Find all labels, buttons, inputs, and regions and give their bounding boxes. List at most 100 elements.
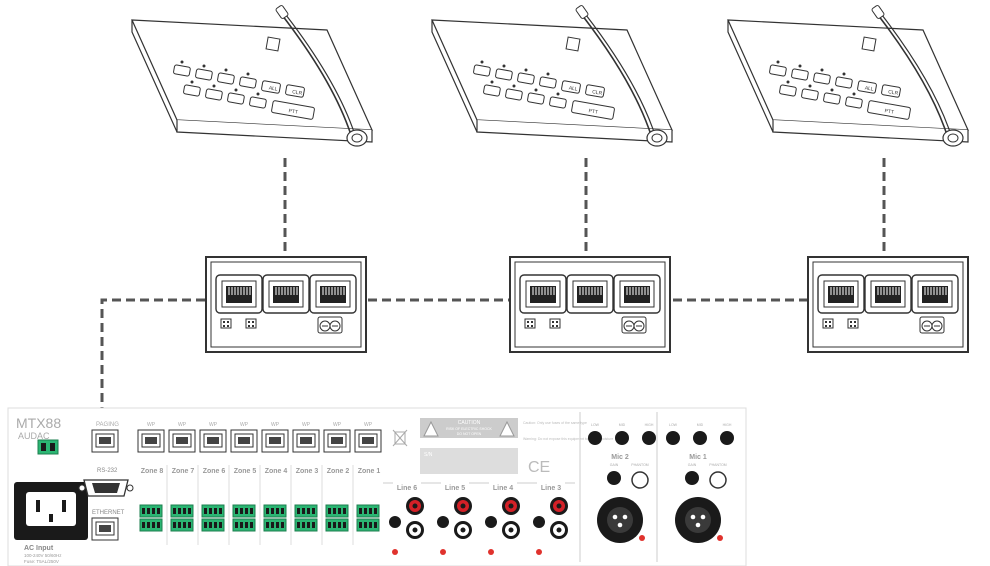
phantom-button xyxy=(709,471,727,489)
power-terminal xyxy=(37,439,59,455)
gain-knob xyxy=(389,516,401,528)
zone-terminal-bottom xyxy=(325,518,349,532)
mic-knob-label: MID xyxy=(697,423,704,427)
wall-panel-box-1 xyxy=(206,257,366,352)
eq-knob xyxy=(666,431,680,445)
zone-terminal-top xyxy=(294,504,318,518)
wp-port xyxy=(199,429,227,453)
brand-model: MTX88 xyxy=(16,415,61,431)
zone-terminal-top xyxy=(356,504,380,518)
wp-label: WP xyxy=(240,422,249,428)
ethernet-label: ETHERNET xyxy=(92,510,125,516)
wp-label: WP xyxy=(333,422,342,428)
wp-label: WP xyxy=(271,422,280,428)
zone-channel: WP Zone 4 xyxy=(261,422,292,545)
caution-label: CAUTION RISK OF ELECTRIC SHOCK DO NOT OP… xyxy=(420,418,518,438)
wall-panel-box-3 xyxy=(808,257,968,352)
phantom-label: PHANTOM xyxy=(709,463,727,467)
zone-label: Zone 1 xyxy=(358,468,381,475)
wp-port xyxy=(261,429,289,453)
wall-panel-box-2 xyxy=(510,257,670,352)
line-label: Line 5 xyxy=(445,485,465,492)
eq-knob xyxy=(720,431,734,445)
line-label: Line 3 xyxy=(541,485,561,492)
line-inputs: Line 6 Line 5 Line 4 Line 3 xyxy=(383,482,575,555)
mic-gain-knob xyxy=(685,471,699,485)
ac-input-label: AC Input xyxy=(24,545,54,552)
zone-terminal-bottom xyxy=(170,518,194,532)
caution-line-2: DO NOT OPEN xyxy=(457,432,482,436)
ac-input-spec-2: Fuse: T5AL/250V xyxy=(24,559,59,564)
ac-inlet xyxy=(14,482,88,540)
zone-label: Zone 7 xyxy=(172,468,195,475)
wp-label: WP xyxy=(147,422,156,428)
signal-led xyxy=(488,549,494,555)
wp-label: WP xyxy=(178,422,187,428)
ce-mark: CE xyxy=(528,459,550,476)
zone-terminal-top xyxy=(263,504,287,518)
wp-port xyxy=(230,429,258,453)
eq-knob xyxy=(642,431,656,445)
line-label: Line 4 xyxy=(493,485,513,492)
paging-console-3 xyxy=(727,3,969,147)
zone-label: Zone 5 xyxy=(234,468,257,475)
zone-terminal-top xyxy=(139,504,163,518)
eq-knob xyxy=(615,431,629,445)
warning-note: Warning: Do not expose this equipment to… xyxy=(523,437,613,441)
phantom-button xyxy=(631,471,649,489)
recycle-bin-icon xyxy=(392,429,408,447)
eq-knob xyxy=(588,431,602,445)
paging-label: PAGING xyxy=(96,422,119,428)
gain-knob xyxy=(533,516,545,528)
wp-label: WP xyxy=(364,422,373,428)
paging-console-1 xyxy=(131,3,373,147)
rs232-port xyxy=(78,479,134,497)
wp-port xyxy=(137,429,165,453)
mtx88-rear-panel: MTX88 AUDAC AC Input 100-240V 50/60Hz Fu… xyxy=(7,407,747,566)
ethernet-port xyxy=(91,517,119,541)
gain-label: GAIN xyxy=(610,463,619,467)
zone-terminal-bottom xyxy=(263,518,287,532)
zone-label: Zone 2 xyxy=(327,468,350,475)
paging-console-2 xyxy=(431,3,673,147)
zone-channel: WP Zone 2 xyxy=(323,422,354,545)
line-input: Line 3 xyxy=(527,482,575,555)
serial-label: S/N xyxy=(424,452,433,458)
signal-led xyxy=(392,549,398,555)
zone-terminal-top xyxy=(170,504,194,518)
line-input: Line 5 xyxy=(431,482,479,555)
zone-terminal-bottom xyxy=(294,518,318,532)
zone-channel: WP Zone 1 xyxy=(354,422,382,532)
console-link-lines xyxy=(100,158,886,420)
zone-terminal-bottom xyxy=(139,518,163,532)
zone-label: Zone 6 xyxy=(203,468,226,475)
zone-channel: WP Zone 5 xyxy=(230,422,261,545)
brand-name: AUDAC xyxy=(18,431,50,441)
caution-line-1: RISK OF ELECTRIC SHOCK xyxy=(446,427,492,431)
fuse-note: Caution: Only use fuses of the same type xyxy=(523,421,587,425)
gain-knob xyxy=(485,516,497,528)
ac-input-spec-1: 100-240V 50/60Hz xyxy=(24,553,62,558)
zone-label: Zone 4 xyxy=(265,468,288,475)
zone-terminal-top xyxy=(232,504,256,518)
wp-port xyxy=(168,429,196,453)
line-input: Line 4 xyxy=(479,482,527,555)
signal-led xyxy=(440,549,446,555)
clip-led xyxy=(639,535,645,541)
line-label: Line 6 xyxy=(397,485,417,492)
line-input: Line 6 xyxy=(383,482,431,555)
gain-label: GAIN xyxy=(688,463,697,467)
mic-label: Mic 2 xyxy=(611,454,629,461)
zone-terminal-bottom xyxy=(201,518,225,532)
mic-gain-knob xyxy=(607,471,621,485)
signal-led xyxy=(536,549,542,555)
wp-port xyxy=(292,429,320,453)
mic-knob-label: LOW xyxy=(591,423,600,427)
zone-terminal-bottom xyxy=(232,518,256,532)
